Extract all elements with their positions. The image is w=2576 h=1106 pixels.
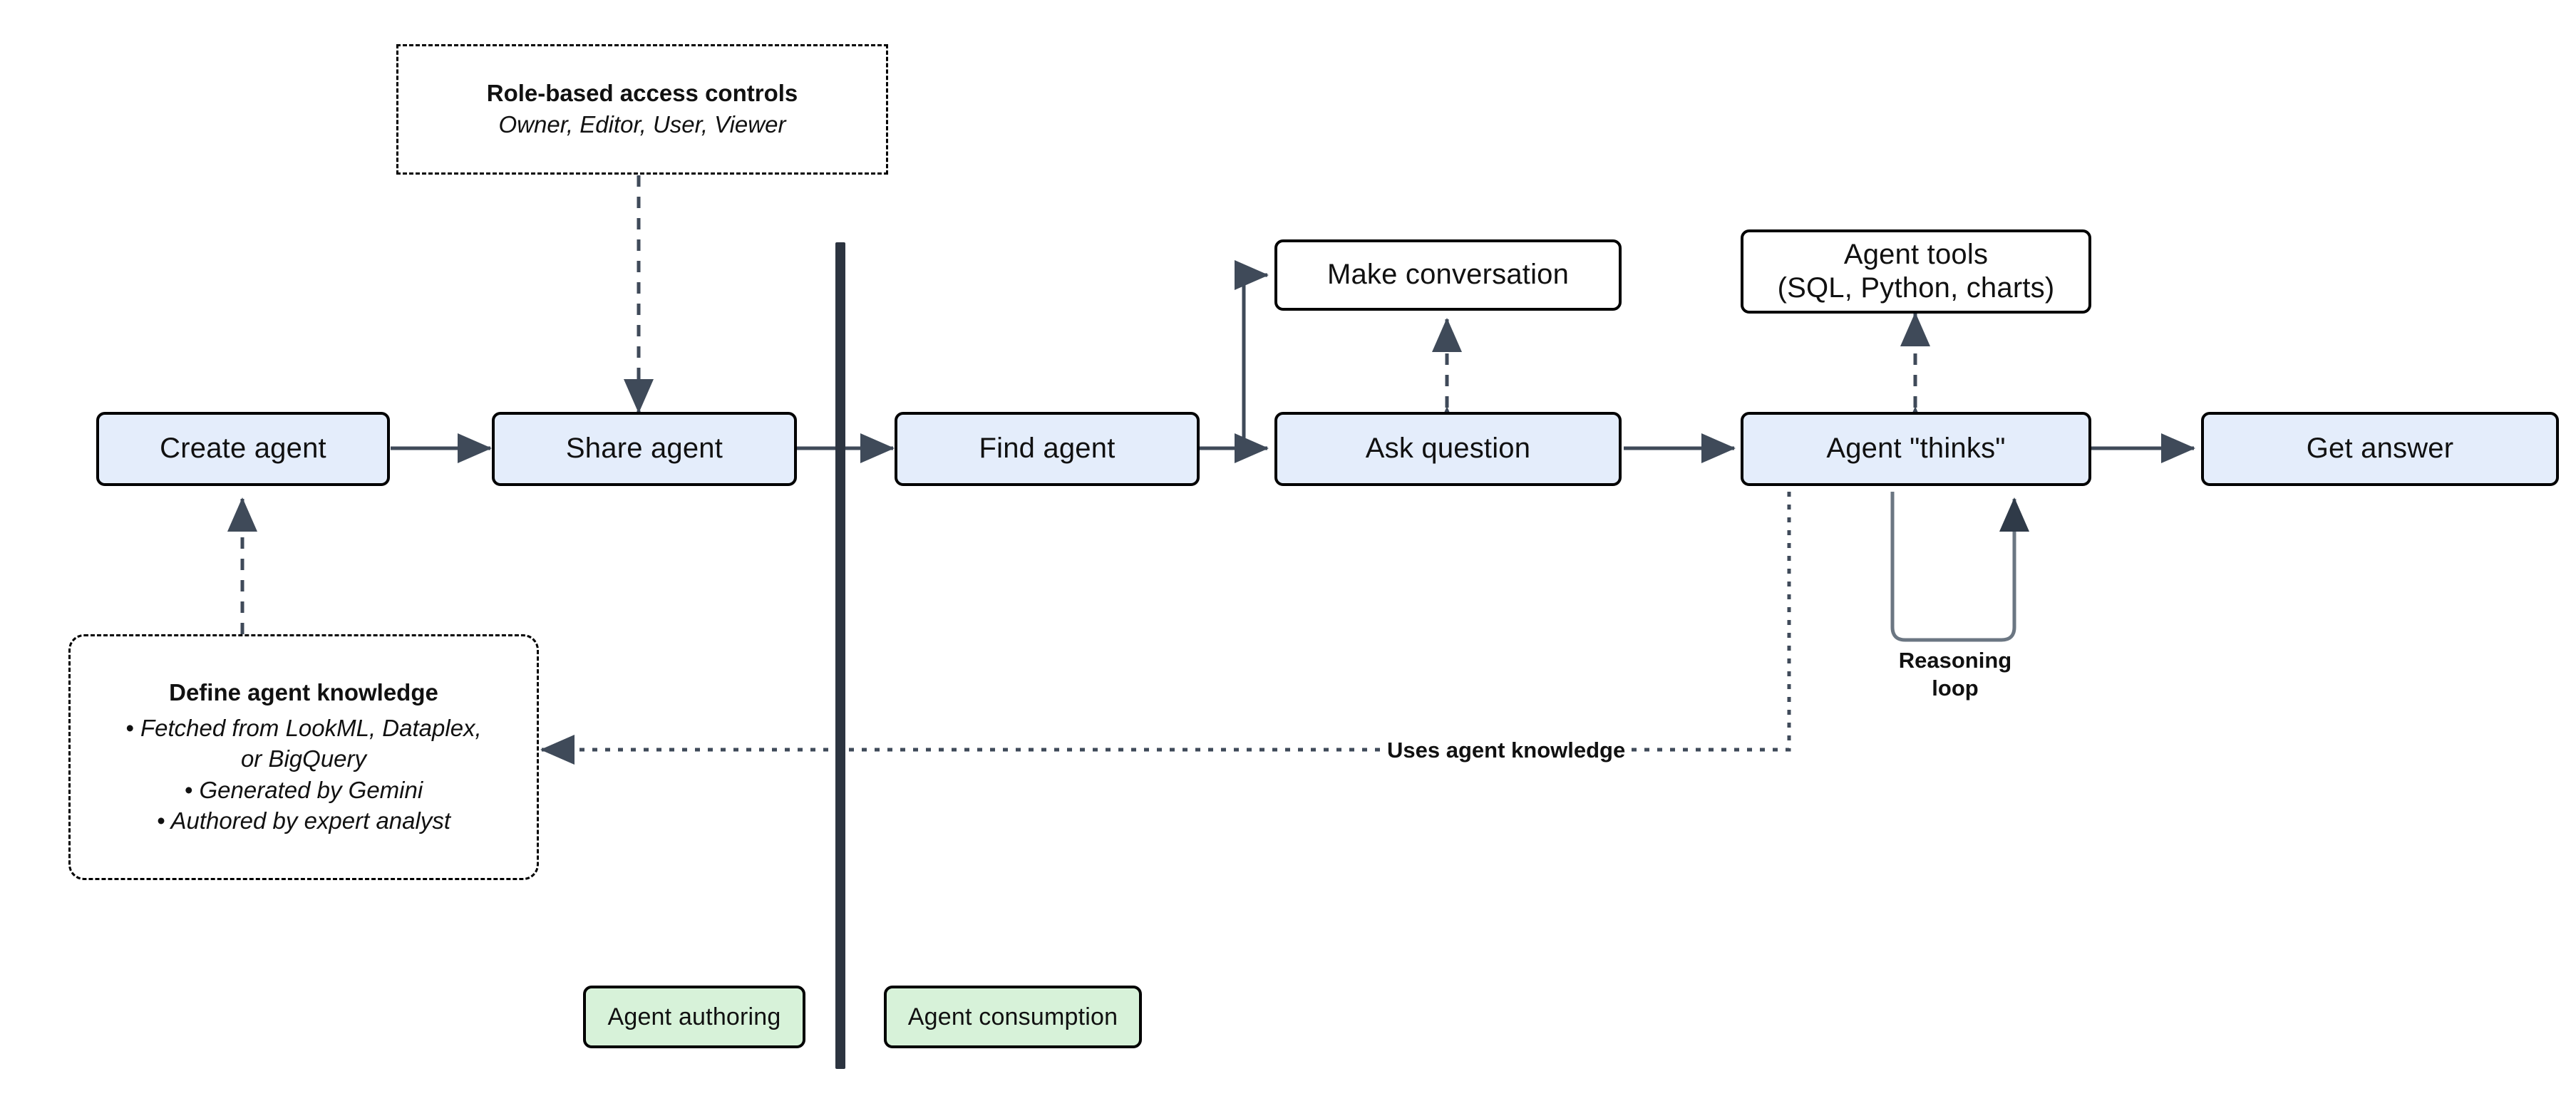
- edge-find-to-make-conversation: [1200, 260, 1269, 450]
- note-role-based-access-controls: Role-based access controls Owner, Editor…: [396, 44, 888, 175]
- legend-agent-consumption-label: Agent consumption: [907, 1003, 1118, 1030]
- knowledge-note-title: Define agent knowledge: [169, 678, 438, 706]
- node-make-conversation-label: Make conversation: [1326, 259, 1570, 291]
- node-agent-thinks[interactable]: Agent "thinks": [1741, 412, 2091, 486]
- node-agent-tools-label-line-2: (SQL, Python, charts): [1777, 272, 2055, 304]
- node-share-agent-label: Share agent: [565, 433, 723, 465]
- node-get-answer[interactable]: Get answer: [2201, 412, 2559, 486]
- authoring-consumption-divider: [835, 242, 845, 1069]
- reasoning-loop-line-1: Reasoning: [1898, 648, 2012, 673]
- node-find-agent[interactable]: Find agent: [895, 412, 1200, 486]
- legend-agent-consumption[interactable]: Agent consumption: [884, 986, 1142, 1048]
- edge-knowledge-to-create-agent: [232, 517, 242, 633]
- node-get-answer-label: Get answer: [2306, 433, 2454, 465]
- node-create-agent[interactable]: Create agent: [96, 412, 390, 486]
- node-create-agent-label: Create agent: [160, 433, 326, 465]
- node-ask-question-label: Ask question: [1365, 433, 1531, 465]
- node-make-conversation[interactable]: Make conversation: [1274, 239, 1622, 311]
- node-agent-tools[interactable]: Agent tools (SQL, Python, charts): [1741, 229, 2091, 314]
- note-define-agent-knowledge: Define agent knowledge • Fetched from Lo…: [68, 634, 539, 880]
- knowledge-bullet-2: • Generated by Gemini: [184, 776, 423, 803]
- node-agent-tools-label-line-1: Agent tools: [1843, 238, 1989, 270]
- edge-knowledge-to-create-agent-path: [232, 515, 244, 634]
- rbac-note-title: Role-based access controls: [486, 80, 798, 107]
- reasoning-loop-line-2: loop: [1932, 675, 1979, 701]
- node-ask-question[interactable]: Ask question: [1274, 412, 1622, 486]
- knowledge-bullet-3: • Authored by expert analyst: [156, 807, 451, 834]
- legend-agent-authoring[interactable]: Agent authoring: [583, 986, 805, 1048]
- node-find-agent-label: Find agent: [979, 433, 1116, 465]
- knowledge-bullet-1-line-2: or BigQuery: [240, 745, 367, 772]
- edge-label-uses-agent-knowledge: Uses agent knowledge: [1381, 737, 1632, 765]
- uses-agent-knowledge-text: Uses agent knowledge: [1387, 738, 1626, 763]
- node-share-agent[interactable]: Share agent: [492, 412, 797, 486]
- edge-reasoning-loop: [1890, 492, 2030, 642]
- legend-agent-authoring-label: Agent authoring: [607, 1003, 781, 1030]
- edge-uses-agent-knowledge: [540, 492, 1791, 765]
- node-agent-thinks-label: Agent "thinks": [1826, 433, 2006, 465]
- knowledge-bullet-1-line-1: • Fetched from LookML, Dataplex,: [125, 714, 482, 741]
- edge-label-reasoning-loop: Reasoning loop: [1889, 647, 2021, 703]
- rbac-note-subtitle: Owner, Editor, User, Viewer: [498, 111, 786, 138]
